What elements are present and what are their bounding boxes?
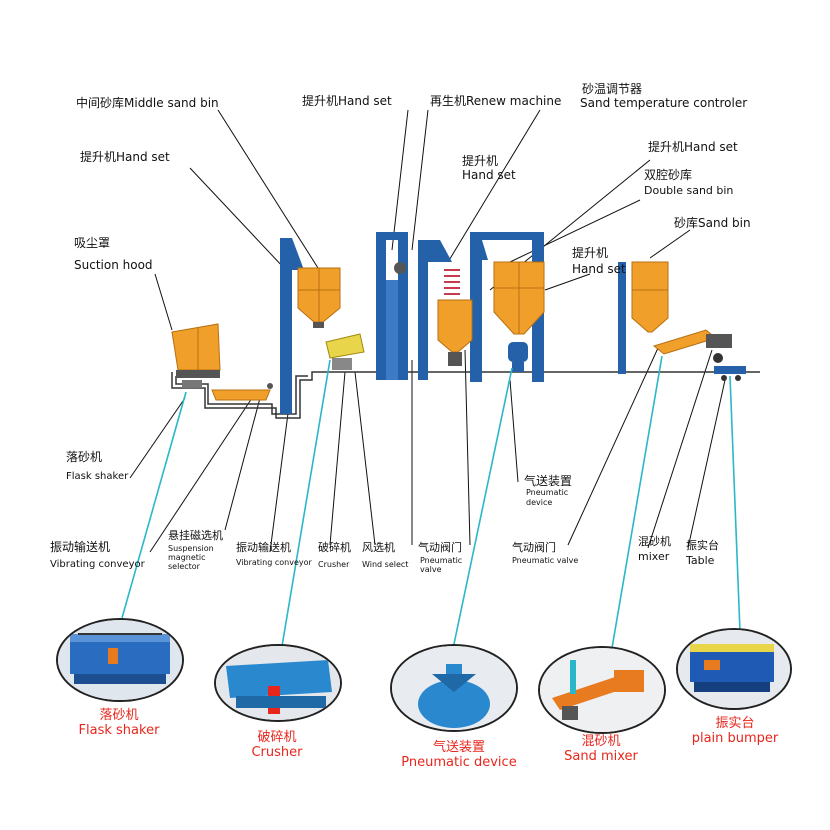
label-susp-cn: 悬挂磁选机 <box>168 529 223 542</box>
caption-flask-shaker: 落砂机 Flask shaker <box>64 708 174 738</box>
pneumatic-device-detail-photo <box>390 644 518 732</box>
pneumatic-device-drawing <box>392 646 516 730</box>
label-table-cn: 振实台 <box>686 539 719 552</box>
label-pneumatic-en2: device <box>526 498 553 507</box>
label-middle-sand-bin: 中间砂库Middle sand bin <box>76 96 219 110</box>
crusher-detail-photo <box>214 644 342 722</box>
caption-sand-mixer-en: Sand mixer <box>564 749 638 764</box>
caption-crusher-cn: 破碎机 <box>257 730 297 745</box>
label-mixer-en: mixer <box>638 550 670 563</box>
caption-sand-mixer: 混砂机 Sand mixer <box>546 734 656 764</box>
caption-plain-bumper-en: plain bumper <box>691 731 779 746</box>
label-hoist-mid-en: Hand set <box>462 168 516 182</box>
label-hand-set-right: 提升机Hand set <box>648 140 738 154</box>
label-vib-conv-cn: 振动输送机 <box>50 540 111 554</box>
label-pvalve1-en2: valve <box>420 565 442 574</box>
label-hoist-r2-en: Hand set <box>572 262 626 276</box>
caption-flask-shaker-cn: 落砂机 <box>99 708 139 723</box>
label-susp-en1: Suspension <box>168 544 214 553</box>
label-double-bin-en: Double sand bin <box>644 184 734 197</box>
plain-bumper-detail-photo <box>676 628 792 710</box>
label-sand-temp-cn: 砂温调节器 <box>582 82 643 96</box>
label-table-en: Table <box>686 554 715 567</box>
caption-pneumatic-device-cn: 气送装置 <box>432 740 485 755</box>
label-wind-cn: 风选机 <box>362 541 395 554</box>
sand-mixer-detail-photo <box>538 646 666 734</box>
label-pvalve2-cn: 气动阀门 <box>512 541 556 554</box>
caption-pneumatic-device: 气送装置 Pneumatic device <box>394 740 524 770</box>
label-suction-cn: 吸尘罩 <box>74 236 111 250</box>
label-mixer-cn: 混砂机 <box>638 535 671 548</box>
label-pvalve1-cn: 气动阀门 <box>418 541 462 554</box>
caption-plain-bumper: 振实台 plain bumper <box>680 716 790 746</box>
sand-mixer-drawing <box>540 648 664 732</box>
label-crusher-cn: 破碎机 <box>318 541 351 554</box>
label-hand-set-top: 提升机Hand set <box>302 94 392 108</box>
label-hand-set-left: 提升机Hand set <box>80 150 170 164</box>
label-double-bin-cn: 双腔砂库 <box>644 168 693 182</box>
caption-plain-bumper-cn: 振实台 <box>715 716 755 731</box>
label-renew-machine: 再生机Renew machine <box>430 94 562 108</box>
caption-crusher: 破碎机 Crusher <box>222 730 332 760</box>
label-pneumatic-en1: Pneumatic <box>526 488 569 497</box>
crusher-drawing <box>216 646 340 720</box>
label-vib-conv-en: Vibrating conveyor <box>50 559 145 570</box>
flask-shaker-detail-photo <box>56 618 184 702</box>
label-wind-en: Wind select <box>362 560 409 569</box>
label-susp-en3: selector <box>168 562 200 571</box>
label-vib2-cn: 振动输送机 <box>236 541 291 554</box>
label-pneumatic-cn: 气送装置 <box>524 474 573 488</box>
label-crusher-en: Crusher <box>318 560 350 569</box>
caption-flask-shaker-en: Flask shaker <box>78 723 160 738</box>
caption-sand-mixer-cn: 混砂机 <box>581 734 621 749</box>
label-susp-en2: magnetic <box>168 553 206 562</box>
label-hoist-r2-cn: 提升机 <box>572 246 609 260</box>
caption-pneumatic-device-en: Pneumatic device <box>401 755 517 770</box>
label-vib2-en: Vibrating conveyor <box>236 558 312 567</box>
plain-bumper-drawing <box>678 630 790 708</box>
label-flask-en: Flask shaker <box>66 471 129 482</box>
label-sand-temp-en: Sand temperature controler <box>580 96 748 110</box>
label-sand-bin: 砂库Sand bin <box>674 216 751 230</box>
label-flask-cn: 落砂机 <box>66 450 103 464</box>
label-pvalve1-en1: Pneumatic <box>420 556 463 565</box>
label-suction-en: Suction hood <box>74 258 153 272</box>
caption-crusher-en: Crusher <box>251 745 303 760</box>
label-hoist-mid-cn: 提升机 <box>462 154 499 168</box>
label-pvalve2-en: Pneumatic valve <box>512 556 579 565</box>
flask-shaker-drawing <box>58 620 182 700</box>
